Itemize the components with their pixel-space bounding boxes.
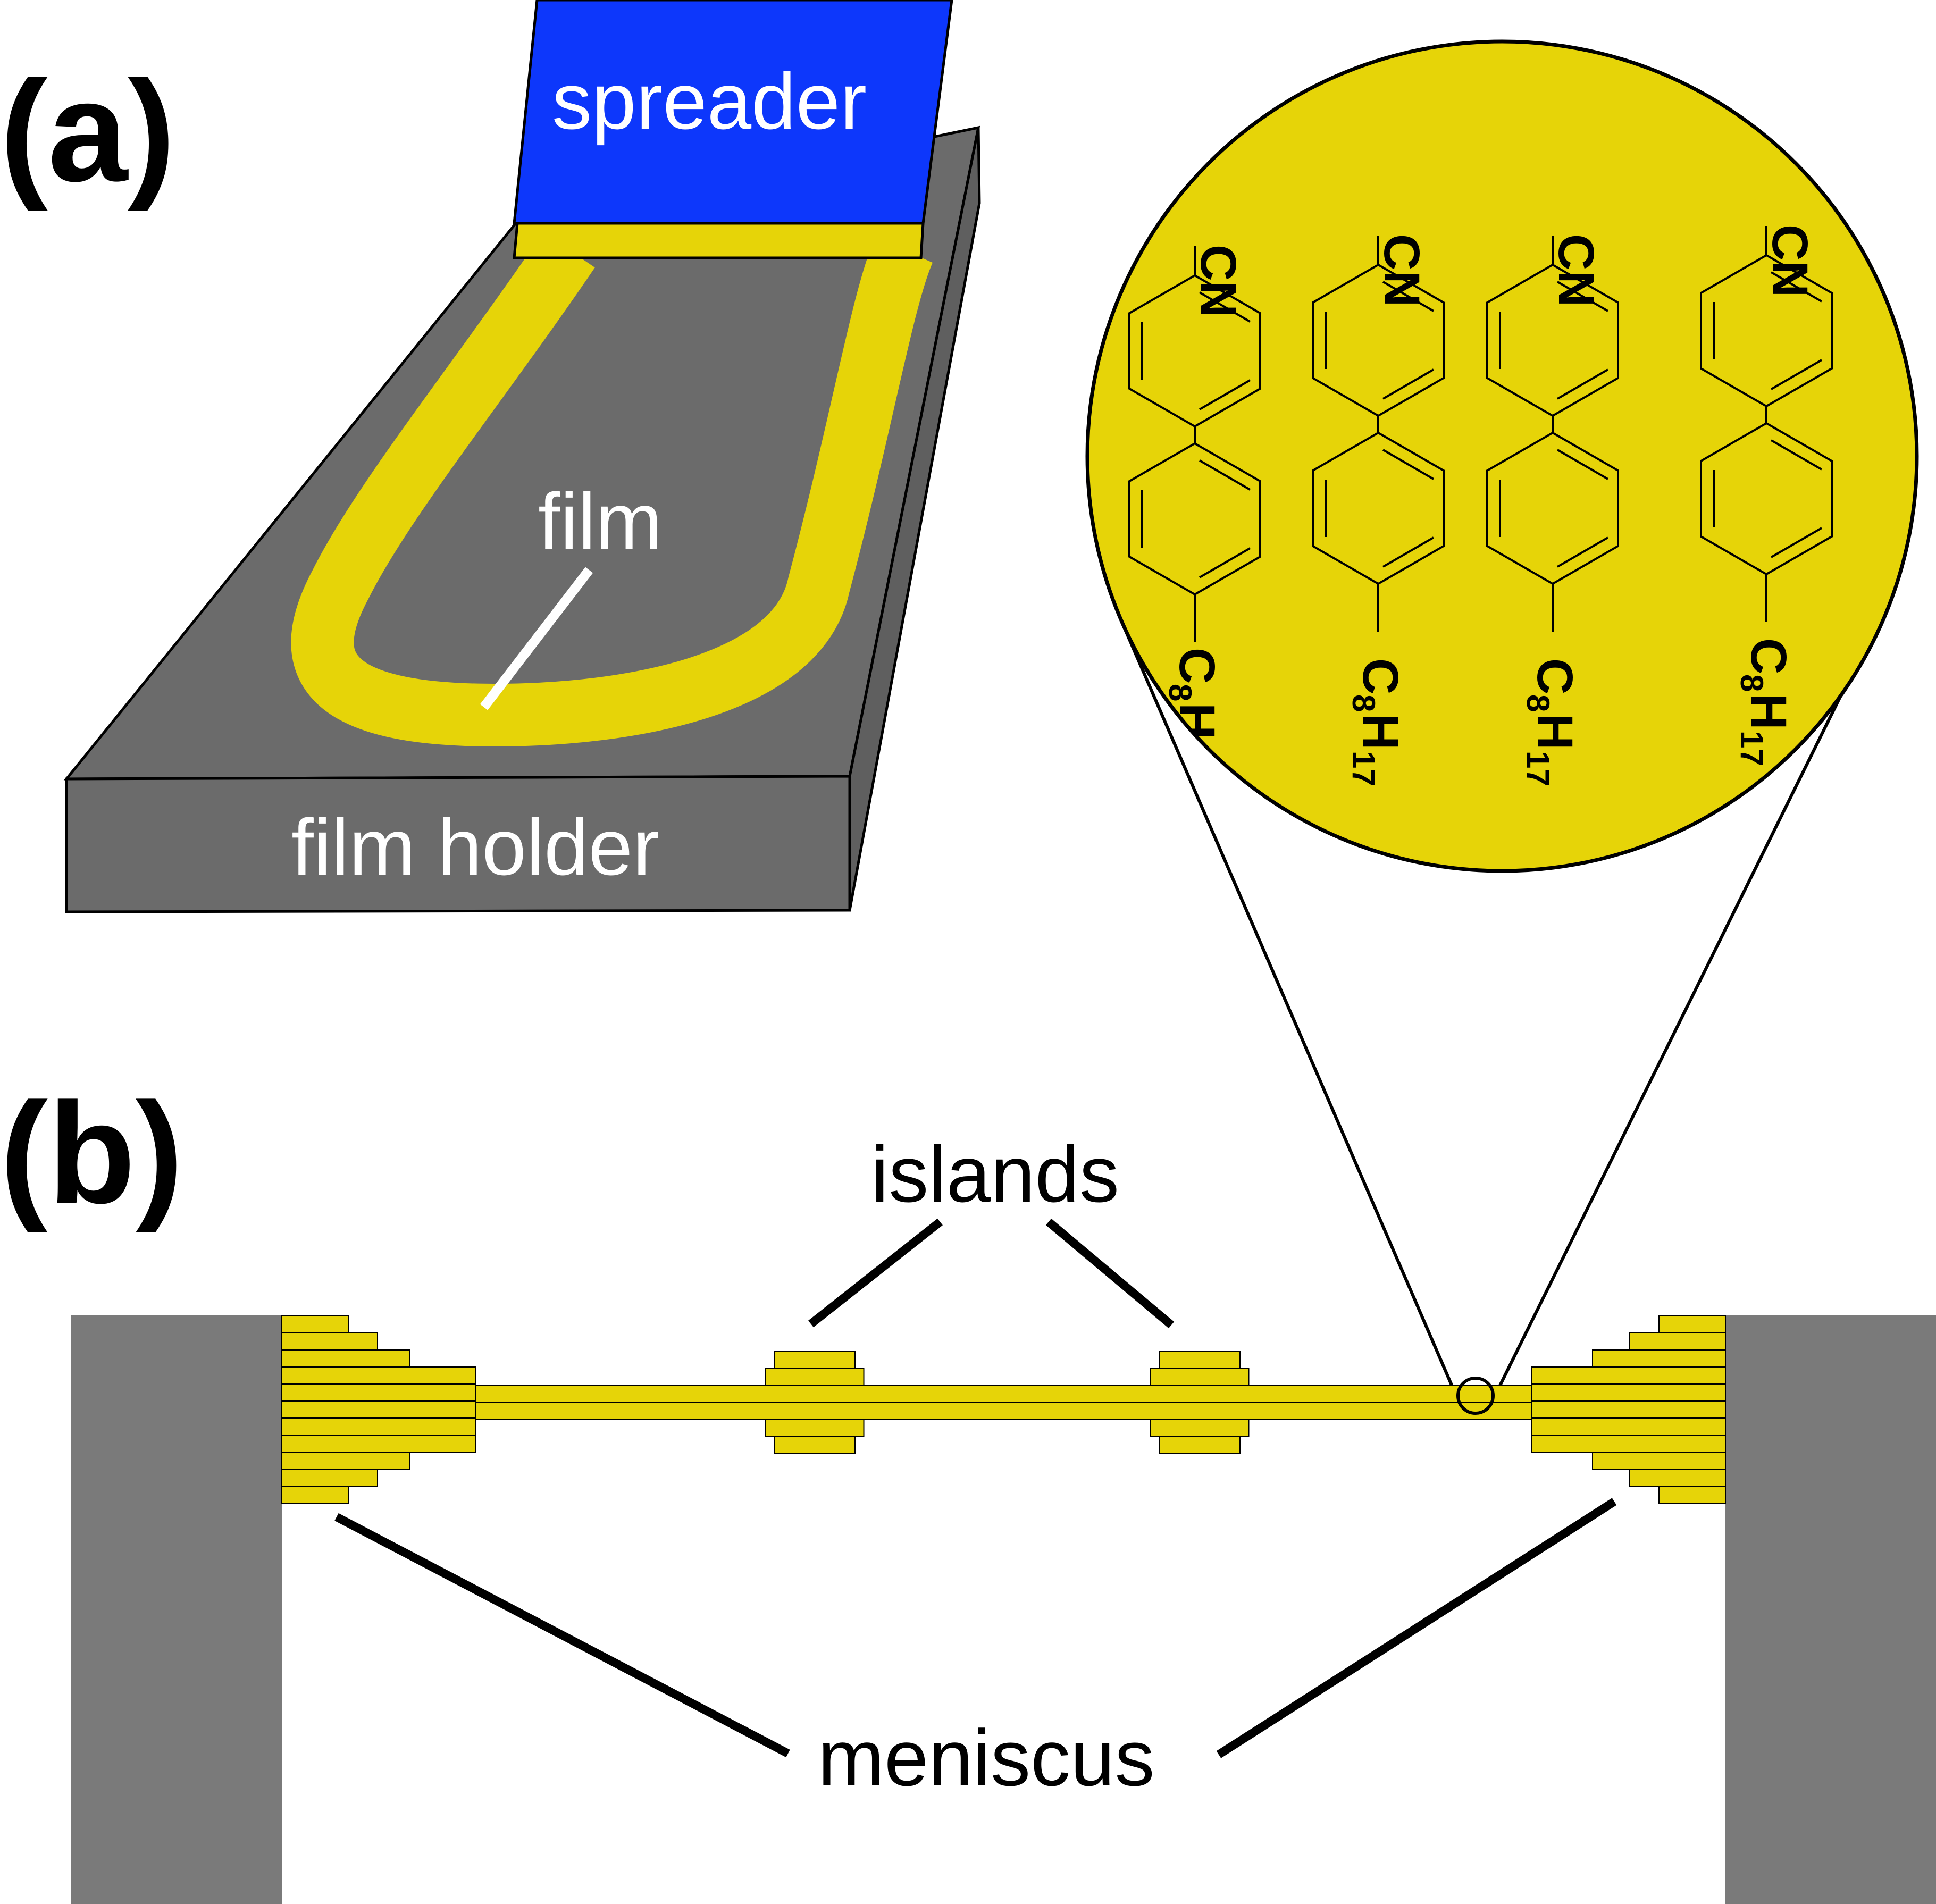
meniscus-left-layer (281, 1332, 378, 1351)
meniscus-pointer-right (1216, 1498, 1617, 1758)
molecule-1-head: CN (1190, 245, 1246, 317)
film-layer-bottom (281, 1402, 1726, 1420)
film-label: film (538, 476, 662, 566)
film-layer-top (281, 1385, 1726, 1403)
zoom-cone-right (1493, 589, 1895, 1398)
island-left-layer (765, 1368, 865, 1386)
molecule-2-tail-c-sub: 8 (1346, 694, 1381, 712)
island-right-layer (1159, 1351, 1241, 1369)
meniscus-right-layer (1629, 1469, 1726, 1487)
molecule-1-tail-c: C (1169, 648, 1225, 684)
spreader-label: spreader (552, 56, 867, 146)
islands-pointer-right (1045, 1218, 1175, 1329)
meniscus-right-layer (1531, 1435, 1726, 1453)
meniscus-right-layer (1629, 1332, 1726, 1351)
island-right-layer (1150, 1368, 1250, 1386)
smectic-film-layers (281, 1315, 1726, 1504)
molecule-2: CN C 8 H 17 (1312, 234, 1445, 786)
meniscus-left-layer (281, 1366, 476, 1385)
meniscus-right-layer (1658, 1486, 1726, 1504)
panel-b-label: (b) (0, 1073, 183, 1234)
island-left-layer (774, 1351, 856, 1369)
meniscus-right-layer (1531, 1366, 1726, 1385)
molecule-4: CN C 8 H 17 (1700, 224, 1833, 766)
molecule-4-tail-h-sub: 17 (1734, 731, 1770, 766)
molecule-3-tail-c: C (1527, 658, 1583, 695)
panel-a-label: (a) (0, 52, 175, 212)
molecule-3-tail-h-sub: 17 (1520, 751, 1556, 786)
islands-pointer-left (808, 1218, 943, 1328)
zoom-target-circle (1456, 1377, 1495, 1415)
zoom-inset: CN C 8 H 17 CN C 8 H 17 (1085, 39, 1919, 1398)
molecule-magnifier (1087, 41, 1917, 871)
film-band (291, 232, 933, 746)
meniscus-left-layer (281, 1315, 349, 1333)
molecule-2-tail-c: C (1352, 658, 1409, 695)
meniscus-left-layer (281, 1452, 410, 1470)
molecule-3-head: CN (1548, 234, 1604, 307)
molecule-3-tail-h: H (1527, 714, 1583, 750)
meniscus-right-layer (1658, 1315, 1726, 1333)
meniscus-right-layer (1531, 1383, 1726, 1402)
molecule-3: CN C 8 H 17 (1486, 234, 1619, 786)
spreader-edge-film (513, 222, 925, 259)
meniscus-right-layer (1531, 1417, 1726, 1436)
zoom-cone-left (1120, 621, 1459, 1398)
panel-a: (a) film spreader film holder (0, 0, 981, 913)
molecule-4-tail-c-sub: 8 (1734, 674, 1770, 692)
meniscus-left-layer (281, 1417, 476, 1436)
meniscus-left-layer (281, 1383, 476, 1402)
meniscus-right-layer (1531, 1400, 1726, 1419)
film-holder-front-face (65, 775, 851, 913)
meniscus-pointer-left (334, 1513, 790, 1758)
molecule-magnifier-border (1085, 39, 1919, 873)
molecule-4-tail-h: H (1740, 693, 1797, 730)
island-left-layer (774, 1436, 856, 1454)
meniscus-right-layer (1592, 1452, 1726, 1470)
molecule-3-tail-c-sub: 8 (1520, 694, 1556, 712)
meniscus-left-layer (281, 1349, 410, 1368)
island-right-layer (1159, 1436, 1241, 1454)
meniscus-right-layer (1592, 1349, 1726, 1368)
meniscus-left-layer (281, 1486, 349, 1504)
island-left-layer (765, 1419, 865, 1437)
right-support-wall (1725, 1315, 1936, 1904)
molecule-1-tail-c-sub: 8 (1162, 684, 1198, 701)
molecule-4-tail-c: C (1740, 638, 1797, 675)
molecule-2-head: CN (1373, 234, 1430, 307)
molecule-4-head: CN (1762, 224, 1818, 297)
film-pointer-line (480, 567, 593, 710)
molecule-1-tail-h: H (1169, 703, 1225, 740)
meniscus-label: meniscus (818, 1713, 1155, 1802)
spreader: spreader (513, 0, 953, 259)
left-support-wall (71, 1315, 282, 1904)
meniscus-left-layer (281, 1469, 378, 1487)
islands-label: islands (871, 1129, 1119, 1219)
molecule-2-tail-h-sub: 17 (1346, 751, 1381, 786)
molecule-2-tail-h: H (1352, 714, 1409, 750)
panel-b: (b) islands meniscus (0, 1073, 1936, 1904)
film-holder-label: film holder (291, 802, 659, 892)
meniscus-left-layer (281, 1400, 476, 1419)
meniscus-left-layer (281, 1435, 476, 1453)
island-right-layer (1150, 1419, 1250, 1437)
